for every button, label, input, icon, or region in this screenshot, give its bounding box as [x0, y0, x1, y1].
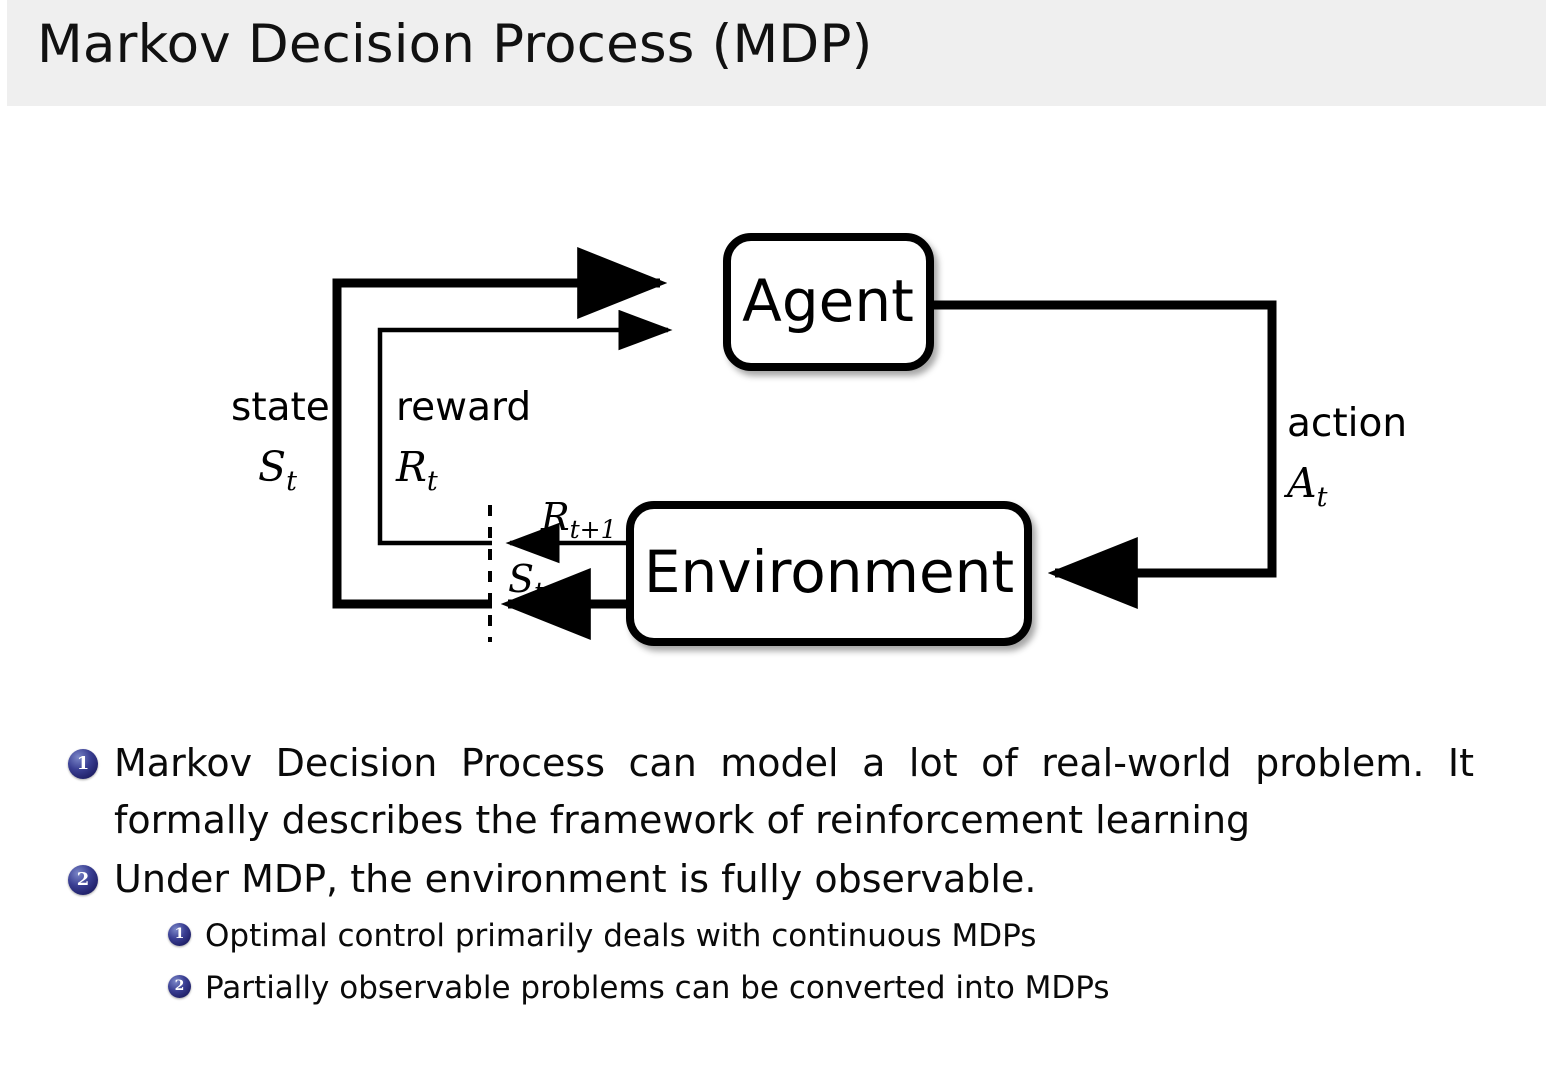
list-item-text: Markov Decision Process can model a lot …: [114, 741, 1474, 842]
sub-list-item-text: Optimal control primarily deals with con…: [205, 918, 1037, 954]
sub-list-item: 2 Partially observable problems can be c…: [168, 962, 1546, 1014]
bullet-badge: 2: [68, 865, 98, 895]
label-reward: reward Rt: [395, 385, 531, 497]
list-item: 1 Markov Decision Process can model a lo…: [68, 735, 1546, 849]
edge-action-loop: [930, 300, 1277, 609]
node-agent: Agent: [723, 233, 934, 371]
sub-list-item: 1 Optimal control primarily deals with c…: [168, 910, 1546, 962]
page-title: Markov Decision Process (MDP): [37, 14, 873, 75]
list-item-text: Under MDP, the environment is fully obse…: [114, 857, 1037, 901]
edge-state-loop: [332, 247, 668, 609]
bullet-badge: 2: [168, 975, 191, 998]
slide-title-bar: Markov Decision Process (MDP): [0, 0, 1546, 106]
list-item: 2 Under MDP, the environment is fully ob…: [68, 851, 1546, 908]
mdp-diagram: Agent Environment state St reward Rt act…: [0, 106, 1546, 716]
label-state: state St: [231, 385, 330, 497]
label-state-next: St+1: [508, 557, 581, 606]
node-environment-label: Environment: [644, 538, 1014, 606]
label-reward-word: reward: [396, 385, 531, 430]
edge-reward-loop: [377, 309, 673, 546]
bullet-badge: 1: [68, 749, 98, 779]
sub-list-item-text: Partially observable problems can be con…: [205, 970, 1110, 1006]
bullet-badge: 1: [168, 923, 191, 946]
label-action-word: action: [1287, 401, 1407, 446]
label-state-word: state: [231, 385, 330, 430]
label-action-symbol: At: [1283, 459, 1328, 513]
label-reward-next: Rt+1: [540, 495, 617, 544]
node-agent-label: Agent: [742, 267, 914, 335]
label-reward-symbol: Rt: [395, 443, 438, 497]
label-state-symbol: St: [258, 443, 297, 497]
label-state-next-symbol: St+1: [508, 557, 581, 606]
node-environment: Environment: [626, 501, 1032, 646]
label-reward-next-symbol: Rt+1: [540, 495, 617, 544]
label-action: action At: [1283, 401, 1407, 513]
bullet-list: 1 Markov Decision Process can model a lo…: [0, 735, 1546, 1014]
